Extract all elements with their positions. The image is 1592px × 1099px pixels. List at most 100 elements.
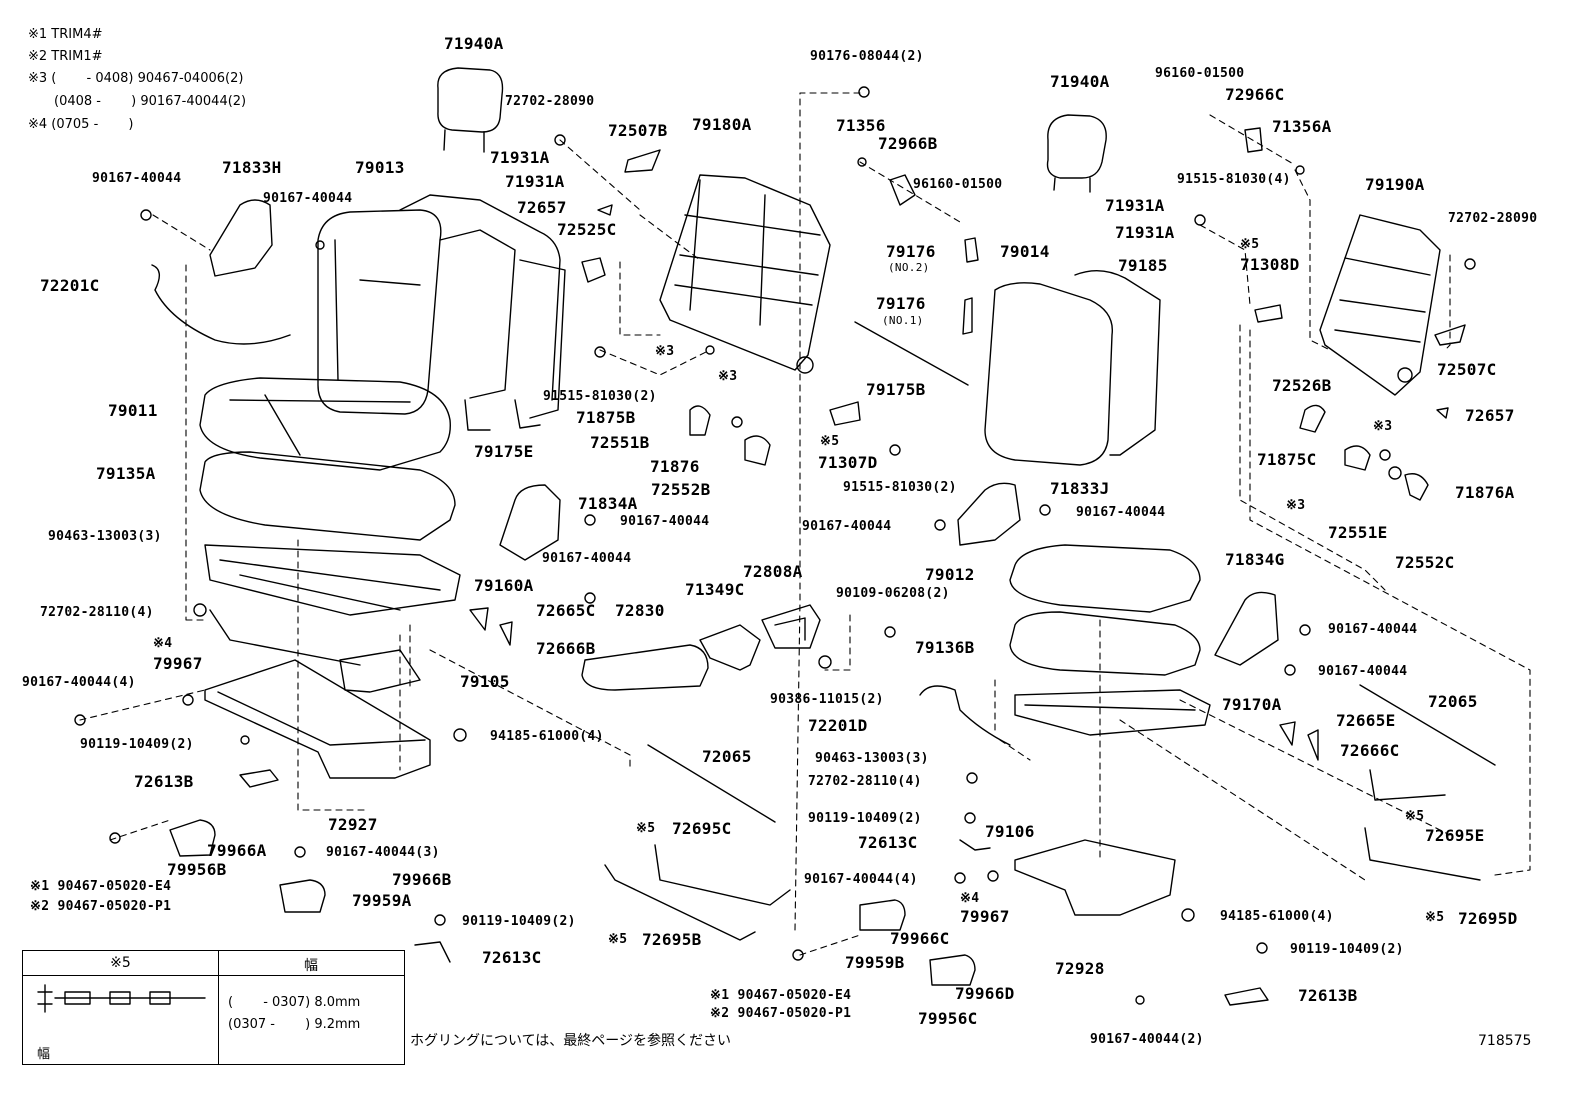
headrest-right — [1046, 114, 1107, 193]
part-label: 79966B — [392, 870, 452, 889]
legend-clip-drawing — [37, 984, 206, 1013]
part-label: ※5 — [608, 932, 628, 947]
part-label: 71931A — [1115, 223, 1175, 242]
part-label: 91515-81030(2) — [543, 389, 657, 404]
part-label: 72966C — [1225, 85, 1285, 104]
part-label: 90167-40044 — [92, 171, 182, 186]
seat-cushion-79012 — [1009, 544, 1201, 613]
part-label: 90463-13003(3) — [48, 529, 162, 544]
part-label: 71834A — [578, 494, 638, 513]
part-label: ※5 — [636, 821, 656, 836]
part-label: 90463-13003(3) — [815, 751, 929, 766]
part-label: 90167-40044(3) — [326, 845, 440, 860]
part-label: 71875B — [576, 408, 636, 427]
small-parts — [169, 127, 1466, 1006]
frame-79190A — [1319, 214, 1441, 396]
part-label: 71876 — [650, 457, 700, 476]
part-label: 90167-40044 — [542, 551, 632, 566]
bracket-72808A — [761, 604, 821, 649]
part-label: 72613C — [858, 833, 918, 852]
part-label: 72507C — [1437, 360, 1497, 379]
part-label: 72552B — [651, 480, 711, 499]
part-label: 79013 — [355, 158, 405, 177]
part-label: 79190A — [1365, 175, 1425, 194]
part-label: 71833H — [222, 158, 282, 177]
part-label: 94185-61000(4) — [1220, 909, 1334, 924]
diagram-id: 718575 — [1478, 1033, 1532, 1049]
part-label: 79135A — [96, 464, 156, 483]
part-label: 72065 — [1428, 692, 1478, 711]
part-label: 72695C — [672, 819, 732, 838]
legend-width-label: 幅 — [37, 1047, 51, 1062]
part-label: 79014 — [1000, 242, 1050, 261]
part-label: 72927 — [328, 815, 378, 834]
part-label: 79185 — [1118, 256, 1168, 275]
part-label: 90119-10409(2) — [80, 737, 194, 752]
part-label: ※1 90467-05020-E4 — [30, 879, 172, 894]
part-label: 72966B — [878, 134, 938, 153]
part-label: 79160A — [474, 576, 534, 595]
cover-71834G — [1214, 591, 1279, 666]
legend-header-left: ※5 — [110, 955, 131, 971]
seat-back-left — [317, 194, 566, 431]
part-label: ※3 — [1286, 498, 1306, 513]
part-label: ※2 90467-05020-P1 — [710, 1006, 852, 1021]
part-label: 90176-08044(2) — [810, 49, 924, 64]
note-4: ※4 (0705 - ) — [28, 117, 134, 132]
part-label: 79175B — [866, 380, 926, 399]
part-label: 96160-01500 — [1155, 66, 1245, 81]
cover-71834A — [499, 484, 561, 561]
legend-row-2: (0307 - ) 9.2mm — [228, 1017, 361, 1032]
part-label: 90167-40044 — [1328, 622, 1418, 637]
part-label: ※3 — [718, 369, 738, 384]
part-label: 79012 — [925, 565, 975, 584]
part-label: ※5 — [820, 434, 840, 449]
part-label: 71349C — [685, 580, 745, 599]
part-label: 91515-81030(2) — [843, 480, 957, 495]
seat-pad-79135A — [199, 451, 456, 541]
part-label: 72702-28090 — [1448, 211, 1538, 226]
part-label: 90167-40044(2) — [1090, 1032, 1204, 1047]
part-label: 79175E — [474, 442, 534, 461]
legend-header — [23, 951, 404, 976]
part-label: ※5 — [1240, 237, 1260, 252]
part-label: 90167-40044 — [802, 519, 892, 534]
part-label: 72695D — [1458, 909, 1518, 928]
part-label: 71833J — [1050, 479, 1110, 498]
fasteners — [74, 86, 1476, 1005]
part-label: 90119-10409(2) — [462, 914, 576, 929]
cable-72201D — [919, 685, 1011, 746]
part-label: 72695E — [1425, 826, 1485, 845]
part-label: 90167-40044 — [1318, 664, 1408, 679]
part-label: 71308D — [1240, 255, 1300, 274]
part-label: 72507B — [608, 121, 668, 140]
part-label: (NO.2) — [888, 261, 930, 274]
part-label: 79956C — [918, 1009, 978, 1028]
part-label: 72525C — [557, 220, 617, 239]
part-label: 72665C — [536, 601, 596, 620]
part-label: 79106 — [985, 822, 1035, 841]
rod-72065-mid — [647, 744, 776, 823]
frame-79180A — [659, 174, 831, 374]
part-label: 71876A — [1455, 483, 1515, 502]
seat-back-right — [984, 270, 1161, 466]
part-label: 79011 — [108, 401, 158, 420]
part-label: 72702-28110(4) — [808, 774, 922, 789]
part-label: 79966C — [890, 929, 950, 948]
part-label: ※5 — [1425, 910, 1445, 925]
part-label: 79170A — [1222, 695, 1282, 714]
part-label: 71356A — [1272, 117, 1332, 136]
part-label: 72808A — [743, 562, 803, 581]
part-label: ※2 90467-05020-P1 — [30, 899, 172, 914]
cable-72201C — [151, 264, 291, 345]
part-label: 71931A — [1105, 196, 1165, 215]
part-label: ※1 90467-05020-E4 — [710, 988, 852, 1003]
part-label: 72551B — [590, 433, 650, 452]
legend-divider — [218, 951, 219, 1064]
part-label: 79967 — [960, 907, 1010, 926]
part-label: 71356 — [836, 116, 886, 135]
part-label: 90167-40044 — [263, 191, 353, 206]
part-label: 72928 — [1055, 959, 1105, 978]
part-label: 72613B — [134, 772, 194, 791]
part-label: 72657 — [1465, 406, 1515, 425]
